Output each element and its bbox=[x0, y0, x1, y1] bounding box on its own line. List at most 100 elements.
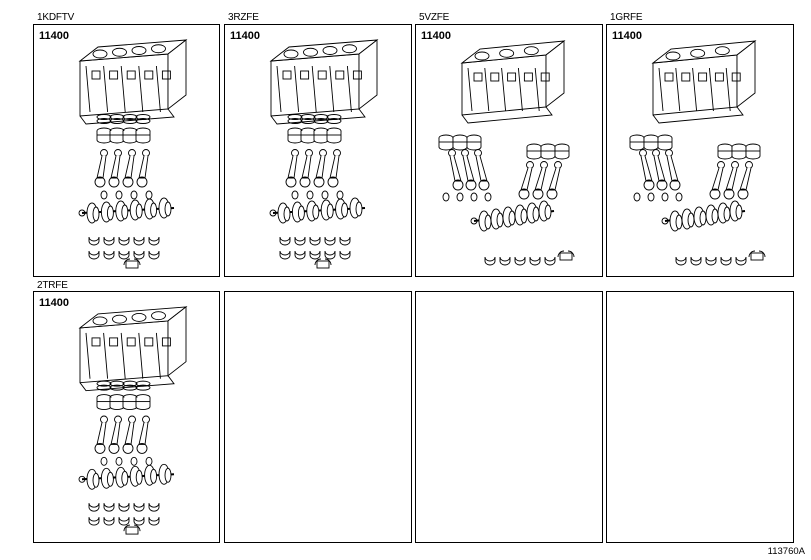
piston-ring bbox=[109, 118, 125, 124]
piston bbox=[731, 147, 747, 160]
cylinder-block bbox=[651, 40, 757, 124]
piston bbox=[540, 147, 556, 160]
engine-label-1kdftv: 1KDFTV bbox=[37, 12, 75, 23]
connecting-rod bbox=[546, 188, 558, 200]
bearing-shell bbox=[324, 236, 336, 246]
piston-ring bbox=[300, 118, 316, 124]
bearing-shell bbox=[514, 256, 526, 266]
bearing-cap-bolt bbox=[130, 456, 138, 466]
piston bbox=[643, 138, 659, 151]
connecting-rod bbox=[96, 422, 107, 445]
bearing-shell bbox=[103, 503, 115, 512]
connecting-rod bbox=[94, 442, 106, 454]
connecting-rod bbox=[462, 155, 475, 182]
bearing-cap-bolt bbox=[442, 192, 450, 202]
engine-label-3rzfe: 3RZFE bbox=[228, 12, 259, 23]
bearing-cap-bolt bbox=[100, 190, 108, 200]
panel-1grfe[interactable]: 11400 bbox=[606, 24, 794, 277]
connecting-rod bbox=[313, 176, 325, 188]
part-number[interactable]: 11400 bbox=[39, 297, 69, 309]
connecting-rod bbox=[475, 155, 488, 182]
piston bbox=[300, 131, 316, 144]
piston bbox=[313, 131, 329, 144]
connecting-rod bbox=[122, 442, 134, 454]
bearing-shell bbox=[133, 236, 145, 246]
bearing-shell bbox=[118, 236, 130, 246]
thrust-washer bbox=[133, 258, 141, 266]
bearing-shell bbox=[499, 256, 511, 266]
thrust-washer bbox=[314, 258, 322, 266]
bearing-shell bbox=[279, 250, 291, 260]
bearing-shell bbox=[148, 250, 160, 260]
panel-5vzfe[interactable]: 11400 bbox=[415, 24, 603, 277]
thrust-washer bbox=[559, 252, 573, 261]
cylinder-bore bbox=[131, 46, 147, 55]
cylinder-bore bbox=[112, 314, 127, 324]
connecting-rod bbox=[100, 149, 108, 157]
empty-panel bbox=[224, 291, 412, 543]
cylinder-bore bbox=[283, 49, 299, 59]
bearing-cap-bolt bbox=[115, 456, 123, 466]
connecting-rod bbox=[717, 161, 725, 169]
bearing-shell bbox=[279, 236, 291, 246]
panel-1kdftv[interactable]: 11400 bbox=[33, 24, 220, 277]
connecting-rod bbox=[138, 155, 149, 179]
bearing-shell bbox=[339, 250, 351, 260]
piston bbox=[109, 131, 125, 144]
piston-ring bbox=[135, 114, 151, 120]
bearing-shell bbox=[339, 236, 351, 246]
cylinder-bore bbox=[523, 46, 539, 56]
bearing-shell bbox=[88, 250, 100, 260]
piston bbox=[122, 131, 138, 144]
piston-ring bbox=[109, 114, 125, 120]
piston-ring bbox=[122, 118, 138, 124]
part-number[interactable]: 11400 bbox=[421, 30, 451, 42]
cylinder-bore bbox=[499, 48, 515, 58]
piston-ring bbox=[135, 380, 151, 387]
connecting-rod bbox=[640, 155, 653, 182]
piston bbox=[287, 131, 303, 144]
bearing-shell bbox=[118, 503, 130, 512]
connecting-rod bbox=[449, 155, 462, 182]
connecting-rod bbox=[138, 422, 149, 445]
bearing-shell bbox=[720, 256, 732, 266]
cylinder-bore bbox=[131, 312, 147, 322]
bearing-cap-bolt bbox=[647, 192, 655, 202]
connecting-rod bbox=[100, 415, 108, 424]
connecting-rod bbox=[554, 161, 562, 169]
bearing-shell bbox=[309, 250, 321, 260]
cylinder-block bbox=[78, 39, 188, 125]
cylinder-block bbox=[78, 305, 188, 392]
piston bbox=[96, 131, 112, 144]
bearing-cap-bolt bbox=[100, 456, 108, 466]
piston bbox=[135, 397, 151, 411]
piston-ring bbox=[287, 114, 303, 120]
part-number[interactable]: 11400 bbox=[230, 30, 260, 42]
connecting-rod bbox=[124, 422, 135, 445]
bearing-shell bbox=[88, 236, 100, 246]
cylinder-bore bbox=[665, 51, 681, 61]
thrust-washer bbox=[125, 526, 139, 535]
connecting-rod bbox=[122, 176, 134, 188]
bearing-shell bbox=[103, 250, 115, 260]
piston-ring bbox=[122, 114, 138, 120]
piston-ring bbox=[122, 384, 138, 391]
piston-ring bbox=[96, 118, 112, 124]
figure-code: 113760A bbox=[767, 546, 805, 557]
panel-2trfe[interactable]: 11400 bbox=[33, 291, 220, 543]
bearing-cap-bolt bbox=[470, 192, 478, 202]
connecting-rod bbox=[532, 188, 544, 200]
connecting-rod bbox=[639, 149, 647, 157]
connecting-rod bbox=[96, 155, 107, 179]
thrust-washer bbox=[758, 250, 766, 258]
connecting-rod bbox=[142, 149, 150, 157]
part-number[interactable]: 11400 bbox=[39, 30, 69, 42]
connecting-rod bbox=[652, 149, 660, 157]
connecting-rod bbox=[94, 176, 106, 188]
connecting-rod bbox=[731, 161, 739, 169]
part-number[interactable]: 11400 bbox=[612, 30, 642, 42]
panel-3rzfe[interactable]: 11400 bbox=[224, 24, 412, 277]
engine-label-1grfe: 1GRFE bbox=[610, 12, 643, 23]
piston bbox=[452, 138, 468, 151]
cylinder-bore bbox=[151, 311, 166, 321]
